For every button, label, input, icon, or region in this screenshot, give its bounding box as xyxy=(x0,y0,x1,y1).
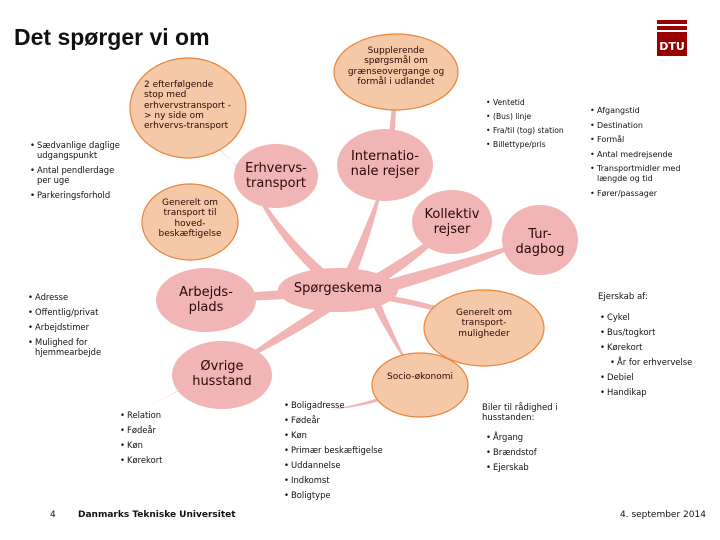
list-item: Mulighed for hjemmearbejde xyxy=(28,337,140,357)
bubble-generelt-hoved xyxy=(141,183,239,261)
list-item: Fødeår xyxy=(120,425,220,435)
list-item: Køn xyxy=(284,430,384,440)
list-item: Sædvanlige daglige udgangspunkt xyxy=(30,140,126,160)
bubble-supplerende xyxy=(333,33,459,111)
label-oevrige: Øvrige husstand xyxy=(192,359,252,389)
label-kollektiv: Kollektiv rejser xyxy=(424,207,480,237)
list-item: Relation xyxy=(120,410,220,420)
list-item: (Bus) linje xyxy=(486,112,566,121)
list-item: Billettype/pris xyxy=(486,140,566,149)
dtu-logo: DTU xyxy=(655,18,689,58)
list-item: Fødeår xyxy=(284,415,384,425)
list-item: Bus/togkort xyxy=(600,327,700,337)
list-item: Afgangstid xyxy=(590,106,690,116)
list-item: Destination xyxy=(590,121,690,131)
list-item: Brændstof xyxy=(486,447,586,457)
list-item: Debiel xyxy=(600,372,700,382)
orange-bubbles xyxy=(129,33,545,418)
label-supplerende: Supplerende spørgsmål om grænseovergange… xyxy=(347,46,445,88)
dtu-logo-icon: DTU xyxy=(657,20,687,56)
label-internationale: Internatio-nale rejser xyxy=(350,149,420,179)
list-item: Offentlig/privat xyxy=(28,307,140,317)
label-socio: Socio-økonomi xyxy=(387,372,453,382)
list-item: Ejerskab xyxy=(486,462,586,472)
list-biler: Årgang Brændstof Ejerskab xyxy=(486,432,586,477)
bubble-oevrige xyxy=(172,341,272,409)
list-item: Parkeringsforhold xyxy=(30,190,126,200)
list-turdagbog-detaljer: Afgangstid Destination Formål Antal medr… xyxy=(590,106,690,203)
page-title: Det spørger vi om xyxy=(14,24,210,50)
bubble-kollektiv xyxy=(412,190,492,254)
list-item: Ventetid xyxy=(486,98,566,107)
list-item: Kørekort xyxy=(120,455,220,465)
label-turdagbog: Tur-dagbog xyxy=(515,227,565,257)
bubble-arbejdsplads xyxy=(156,268,256,332)
bubble-socio xyxy=(371,352,469,418)
bubble-stop xyxy=(129,57,247,159)
list-item: Boligadresse xyxy=(284,400,384,410)
list-item: Formål xyxy=(590,135,690,145)
list-item: Indkomst xyxy=(284,475,384,485)
list-arbejdsplads: Adresse Offentlig/privat Arbejdstimer Mu… xyxy=(28,292,140,362)
bubble-generelt-transport xyxy=(423,289,545,367)
footer-date: 4. september 2014 xyxy=(620,510,706,520)
label-spoergeskema: Spørgeskema xyxy=(293,281,383,296)
list-item: Antal pendlerdage per uge xyxy=(30,165,126,185)
list-item: Køn xyxy=(120,440,220,450)
page-number: 4 xyxy=(50,510,56,520)
bubble-internationale xyxy=(337,129,433,201)
list-item: Handikap xyxy=(600,387,700,397)
bubble-spoergeskema xyxy=(278,268,398,312)
label-generelt-transport: Generelt om transport-muligheder xyxy=(456,308,512,339)
list-ejerskab: Cykel Bus/togkort Kørekort År for erhver… xyxy=(600,312,700,402)
list-item: Cykel xyxy=(600,312,700,322)
list-item: Kørekort xyxy=(600,342,700,352)
bubble-erhvervs xyxy=(234,144,318,208)
list-item: Fra/til (tog) station xyxy=(486,126,566,135)
list-item: Primær beskæftigelse xyxy=(284,445,384,455)
list-item: Årgang xyxy=(486,432,586,442)
list-item: Fører/passager xyxy=(590,189,690,199)
list-item: Boligtype xyxy=(284,490,384,500)
list-item: År for erhvervelse xyxy=(610,357,700,367)
footer-institution: Danmarks Tekniske Universitet xyxy=(78,510,236,520)
label-stop: 2 efterfølgende stop med erhvervstranspo… xyxy=(144,80,232,132)
bubble-turdagbog xyxy=(502,205,578,275)
list-item: Arbejdstimer xyxy=(28,322,140,332)
pink-bubbles xyxy=(156,129,578,409)
list-item: Uddannelse xyxy=(284,460,384,470)
label-arbejdsplads: Arbejds-plads xyxy=(179,285,233,315)
list-kollektiv-detaljer: Ventetid (Bus) linje Fra/til (tog) stati… xyxy=(486,98,566,154)
list-item: Transportmidler med længde og tid xyxy=(590,164,690,183)
list-socio: Boligadresse Fødeår Køn Primær beskæftig… xyxy=(284,400,384,506)
list-daglig: Sædvanlige daglige udgangspunkt Antal pe… xyxy=(30,140,126,205)
heading-biler: Biler til rådighed i husstanden: xyxy=(482,403,558,423)
list-item: Antal medrejsende xyxy=(590,150,690,160)
label-erhvervs: Erhvervs-transport xyxy=(245,161,307,191)
list-item: Adresse xyxy=(28,292,140,302)
dtu-logo-text: DTU xyxy=(659,40,685,53)
list-oevrige: Relation Fødeår Køn Kørekort xyxy=(120,410,220,470)
heading-ejerskab: Ejerskab af: xyxy=(598,292,648,302)
label-generelt-hoved: Generelt om transport til hoved-beskæfti… xyxy=(158,198,222,240)
